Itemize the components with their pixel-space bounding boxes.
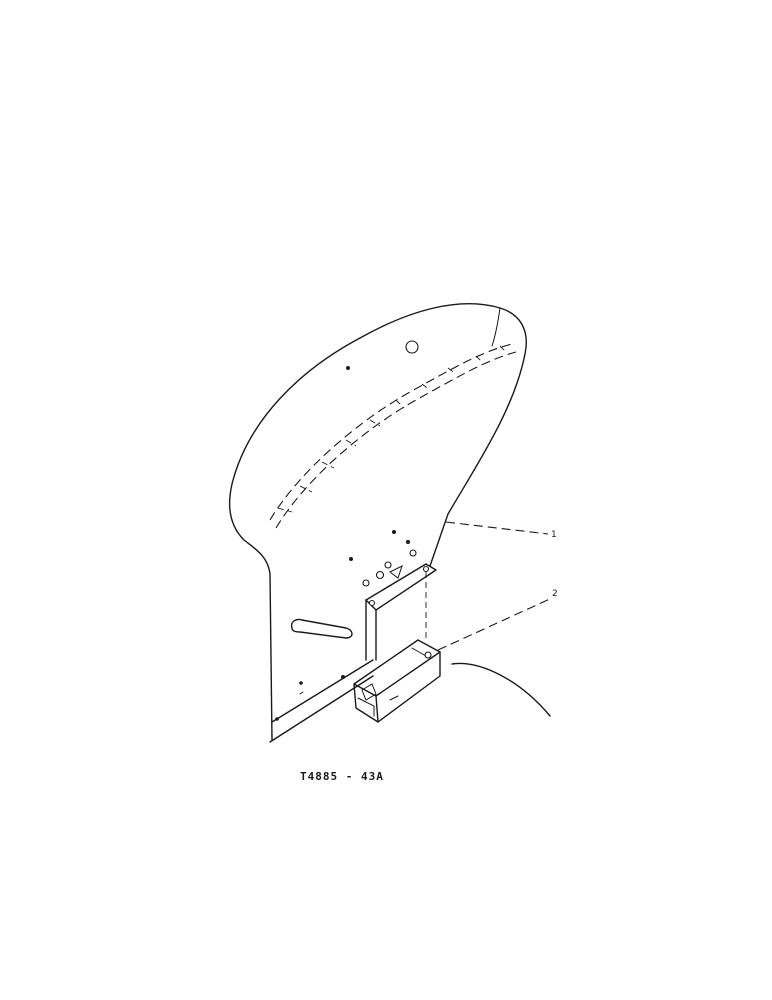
mounting-bracket xyxy=(365,563,437,661)
channel-block-part-2 xyxy=(353,639,441,723)
fender-panel-part-1 xyxy=(228,302,527,743)
callout-2: 2 xyxy=(552,589,558,599)
leader-line-1 xyxy=(445,521,549,535)
callout-1: 1 xyxy=(551,530,557,540)
adjacent-part-outline xyxy=(451,662,551,717)
leader-line-2 xyxy=(437,597,553,651)
figure-id-label: T4885 - 43A xyxy=(300,770,384,783)
